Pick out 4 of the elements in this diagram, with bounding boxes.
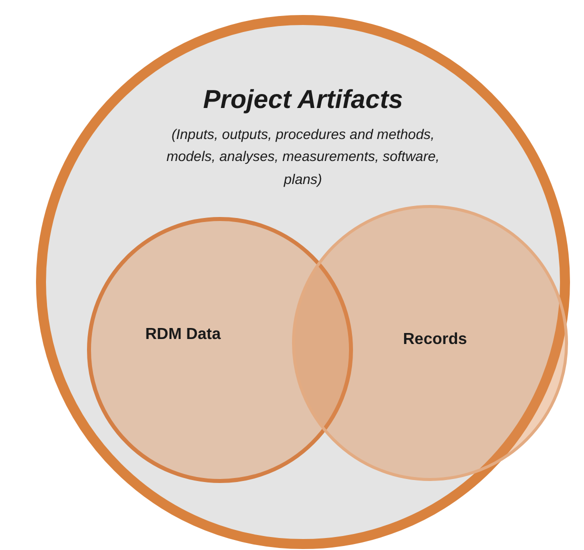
subtitle-text: (Inputs, outputs, procedures and methods, models, analyses, measurements, software, plans) xyxy=(165,125,441,189)
circle-label: RDM Data xyxy=(144,325,222,345)
diagram-heading: Project Artifacts xyxy=(202,83,404,116)
circle-label: Records xyxy=(402,330,468,350)
